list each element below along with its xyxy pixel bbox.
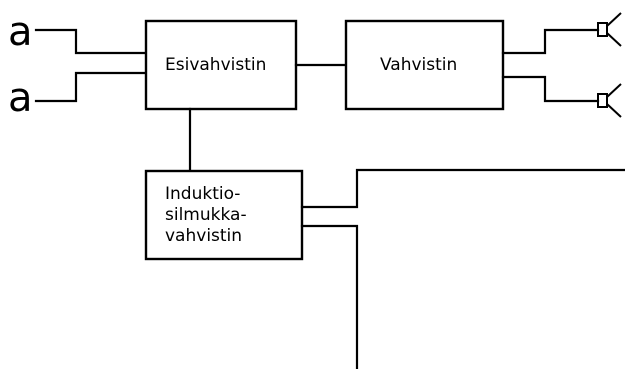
loop-amp-label-line-1: Induktio-	[165, 184, 240, 204]
loop-amp-label-line-3: vahvistin	[165, 226, 242, 246]
preamp-label: Esivahvistin	[165, 55, 266, 75]
amp-label: Vahvistin	[380, 55, 457, 75]
input-2-symbol: a	[8, 75, 33, 121]
amp-box	[344, 19, 505, 111]
input-1: a	[8, 9, 148, 55]
speaker-1-icon	[597, 12, 622, 47]
loop-amp-label-line-2: silmukka-	[165, 205, 247, 225]
input-1-symbol: a	[8, 9, 33, 55]
input-1-wire	[34, 28, 148, 55]
amp-to-speaker-1-wire	[501, 28, 600, 55]
amp-to-speaker-2-wire	[501, 75, 600, 103]
loop-amp-block: Induktio- silmukka- vahvistin	[144, 169, 304, 261]
loop-wire-upper	[300, 168, 625, 209]
loop-amp-box	[144, 169, 304, 261]
input-2: a	[8, 71, 148, 121]
preamp-box	[144, 19, 298, 111]
amp-block: Vahvistin	[344, 19, 505, 111]
input-2-wire	[34, 71, 148, 103]
speaker-2-icon	[597, 83, 622, 118]
loop-wire-lower	[300, 224, 359, 369]
preamp-block: Esivahvistin	[144, 19, 298, 111]
